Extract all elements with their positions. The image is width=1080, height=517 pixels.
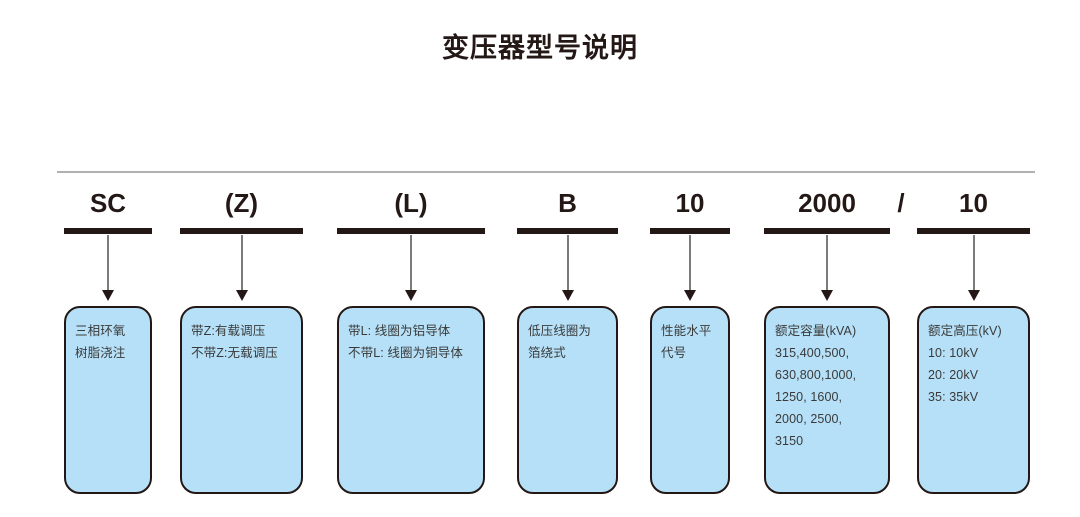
- connector-7: [968, 235, 980, 301]
- description-box-2: 带Z:有载调压 不带Z:无载调压: [180, 306, 303, 494]
- code-column-3: (L): [337, 186, 485, 234]
- code-column-7: 10: [917, 186, 1030, 234]
- code-underline-2: [180, 228, 303, 234]
- connector-stem-6: [826, 235, 828, 290]
- description-line: 带Z:有载调压: [191, 324, 266, 338]
- code-label-2: (Z): [224, 188, 259, 218]
- connector-stem-3: [410, 235, 412, 290]
- description-line: 2000, 2500,: [775, 412, 843, 426]
- description-box-5: 性能水平 代号: [650, 306, 730, 494]
- connector-1: [102, 235, 114, 301]
- code-underline-5: [650, 228, 730, 234]
- description-box-6: 额定容量(kVA) 315,400,500, 630,800,1000, 125…: [764, 306, 890, 494]
- description-line: 35: 35kV: [928, 390, 979, 404]
- description-line: 20: 20kV: [928, 368, 979, 382]
- description-line: 不带Z:无载调压: [191, 346, 278, 360]
- description-box-4: 低压线圈为 箔绕式: [517, 306, 618, 494]
- description-line: 不带L: 线圈为铜导体: [348, 346, 463, 360]
- page-title: 变压器型号说明: [442, 33, 638, 63]
- code-underline-1: [64, 228, 152, 234]
- connector-stem-4: [567, 235, 569, 290]
- connector-stem-7: [973, 235, 975, 290]
- code-label-5: 10: [675, 188, 705, 218]
- connector-6: [821, 235, 833, 301]
- code-label-7: 10: [959, 188, 988, 218]
- connector-stem-2: [241, 235, 243, 290]
- code-label-1: SC: [89, 188, 127, 218]
- connector-4: [562, 235, 574, 301]
- description-line: 树脂浇注: [75, 346, 126, 360]
- description-line: 630,800,1000,: [775, 368, 857, 382]
- code-column-6: 2000: [764, 186, 890, 234]
- code-label-3: (L): [394, 188, 428, 218]
- arrow-down-icon: [102, 290, 114, 301]
- separator-slash: /: [897, 188, 905, 218]
- arrow-down-icon: [968, 290, 980, 301]
- connector-5: [684, 235, 696, 301]
- arrow-down-icon: [236, 290, 248, 301]
- code-column-1: SC: [64, 186, 152, 234]
- description-line: 三相环氧: [75, 324, 126, 338]
- code-underline-4: [517, 228, 618, 234]
- code-column-2: (Z): [180, 186, 303, 234]
- description-line: 额定高压(kV): [928, 324, 1002, 338]
- description-line: 性能水平: [661, 324, 712, 338]
- description-box-1: 三相环氧 树脂浇注: [64, 306, 152, 494]
- description-line: 带L: 线圈为铝导体: [348, 324, 451, 338]
- code-label-6: 2000: [798, 188, 856, 218]
- code-underline-6: [764, 228, 890, 234]
- description-line: 315,400,500,: [775, 346, 850, 360]
- code-label-4: B: [558, 188, 577, 218]
- code-column-5: 10: [650, 186, 730, 234]
- description-line: 1250, 1600,: [775, 390, 843, 404]
- description-box-7: 额定高压(kV) 10: 10kV 20: 20kV 35: 35kV: [917, 306, 1030, 494]
- code-underline-3: [337, 228, 485, 234]
- arrow-down-icon: [405, 290, 417, 301]
- connector-stem-1: [107, 235, 109, 290]
- connector-2: [236, 235, 248, 301]
- description-line: 额定容量(kVA): [775, 324, 857, 338]
- description-line: 低压线圈为: [528, 324, 592, 338]
- description-line: 代号: [661, 346, 687, 360]
- connector-stem-5: [689, 235, 691, 290]
- arrow-down-icon: [684, 290, 696, 301]
- description-box-3: 带L: 线圈为铝导体 不带L: 线圈为铜导体: [337, 306, 485, 494]
- code-column-4: B: [517, 186, 618, 234]
- header-divider: [57, 171, 1035, 173]
- description-line: 3150: [775, 434, 804, 448]
- arrow-down-icon: [562, 290, 574, 301]
- code-underline-7: [917, 228, 1030, 234]
- connector-3: [405, 235, 417, 301]
- description-line: 10: 10kV: [928, 346, 979, 360]
- arrow-down-icon: [821, 290, 833, 301]
- description-line: 箔绕式: [528, 346, 566, 360]
